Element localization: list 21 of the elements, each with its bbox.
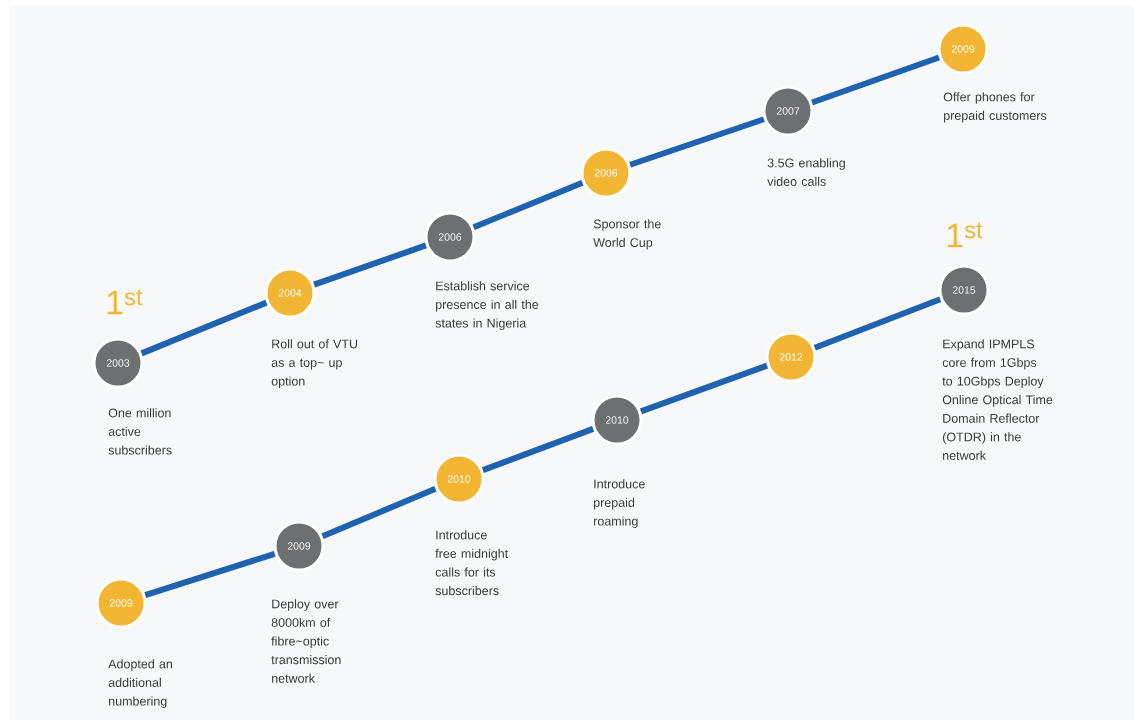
milestone-text: Offer phones for prepaid customers [943, 92, 1047, 123]
milestone-text: Adopted an additional numbering [108, 659, 172, 709]
milestone-text: Roll out of VTU as a top~ up option [271, 339, 358, 389]
milestone-text: Sponsor the World Cup [593, 219, 661, 250]
milestone-text: 3.5G enabling video calls [767, 158, 845, 186]
milestone-text: Deploy over 8000km of fibre~optic transmission network [271, 599, 341, 683]
timeline-line [639, 362, 769, 415]
timeline-line [813, 296, 942, 351]
timeline-line [144, 550, 276, 599]
milestone-text: Expand IPMPLS core from 1Gbps to 10Gbps Deploy Online Optical Time Domain Reflector (OTDR) in the network [942, 339, 1053, 460]
milestone-text: Introduce free midnight calls for its subscribers [435, 530, 509, 596]
timeline-line [629, 116, 765, 168]
milestone-text: Establish service presence in all the states in Nigeria [435, 281, 539, 331]
timeline-line [472, 179, 584, 231]
milestone-text: Introduce prepaid roaming [594, 479, 645, 529]
milestone-text: One million active subscribers [108, 408, 172, 455]
timeline-line [811, 54, 940, 106]
timeline-line [481, 426, 595, 473]
timeline-line [313, 242, 427, 288]
timeline-line [321, 486, 437, 539]
timeline-line [140, 299, 268, 357]
